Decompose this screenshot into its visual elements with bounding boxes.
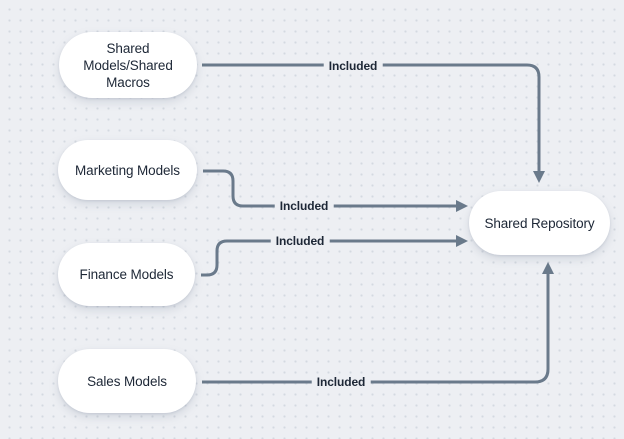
node-shared-models-shared-macros: Shared Models/Shared Macros xyxy=(59,32,197,98)
edge-shared-models-to-repository xyxy=(202,63,545,183)
node-shared-repository: Shared Repository xyxy=(469,191,610,255)
edge-label-included-2: Included xyxy=(274,198,334,214)
node-label: Marketing Models xyxy=(75,162,180,178)
edge-sales-to-repository xyxy=(202,262,554,384)
edge-marketing-to-repository xyxy=(203,169,468,212)
node-sales-models: Sales Models xyxy=(58,349,196,413)
node-label: Sales Models xyxy=(87,373,167,389)
node-label: Finance Models xyxy=(79,267,174,282)
node-label: Shared Models/Shared Macros xyxy=(83,40,173,90)
node-marketing-models: Marketing Models xyxy=(58,140,197,200)
edge-label-included-3: Included xyxy=(270,233,330,249)
node-label: Shared Repository xyxy=(484,215,595,231)
node-finance-models: Finance Models xyxy=(58,243,195,306)
edge-finance-to-repository xyxy=(201,235,468,277)
edge-label-included-4: Included xyxy=(311,374,371,390)
edge-label-included-1: Included xyxy=(323,58,383,74)
